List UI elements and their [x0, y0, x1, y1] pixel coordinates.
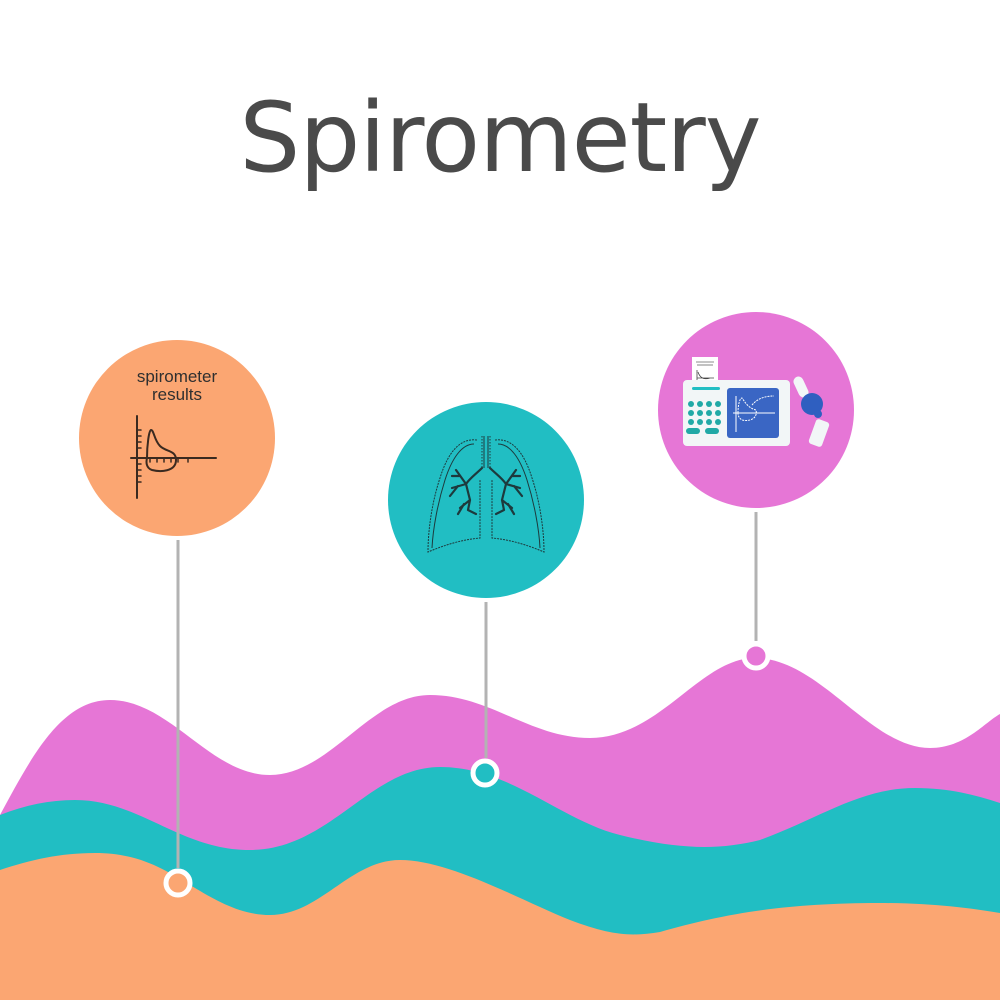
marker-dot-device[interactable]: [741, 641, 771, 671]
results-label-line1: spirometer: [136, 367, 218, 386]
marker-dot-lungs[interactable]: [470, 758, 500, 788]
spirometer-device-icon: [683, 357, 830, 447]
lungs-icon: [427, 436, 545, 553]
marker-dot-results[interactable]: [163, 868, 193, 898]
flow-volume-graph-icon: [130, 415, 217, 499]
lungs-circle[interactable]: [388, 402, 584, 598]
results-circle[interactable]: [79, 340, 275, 536]
wave-orange: [0, 853, 1000, 1000]
results-label: spirometer results: [97, 368, 257, 404]
page-title: Spirometry: [239, 82, 761, 194]
device-circle[interactable]: [658, 312, 854, 508]
results-label-line2: results: [151, 385, 203, 404]
